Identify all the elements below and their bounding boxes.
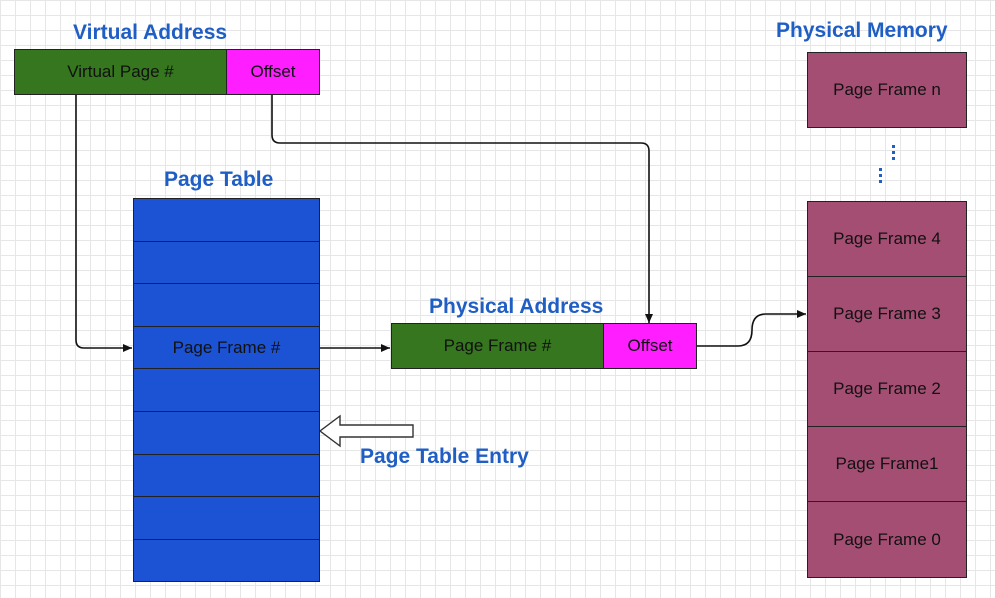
page-table-row: [134, 455, 319, 498]
virtual-page-number-field: Virtual Page #: [14, 49, 227, 95]
offset-to-physical-offset-arrow: [271, 95, 653, 323]
page-table-row-page-frame: Page Frame #: [134, 327, 319, 370]
physical-frame-number-field: Page Frame #: [391, 323, 604, 369]
page-table: Page Frame #: [133, 198, 320, 582]
virtual-offset-field: Offset: [226, 49, 320, 95]
page-table-row: [134, 540, 319, 583]
memory-ellipsis: [879, 145, 895, 183]
memory-frame: Page Frame 0: [833, 529, 941, 549]
memory-frame: Page Frame n: [833, 80, 941, 99]
page-table-row: [134, 284, 319, 327]
page-table-title: Page Table: [164, 168, 274, 191]
page-table-row: [134, 497, 319, 540]
memory-frame: Page Frame 2: [808, 352, 966, 427]
physical-offset-field: Offset: [603, 323, 697, 369]
memory-frame: Page Frame 3: [808, 277, 966, 352]
physical-memory-frames: Page Frame 4 Page Frame 3 Page Frame 2 P…: [807, 201, 967, 578]
physical-memory-title: Physical Memory: [776, 19, 948, 42]
page-table-entry-pointer-arrow: [318, 414, 414, 448]
memory-frame: Page Frame1: [808, 427, 966, 502]
page-table-row: [134, 412, 319, 455]
physical-memory-top-block: Page Frame n: [807, 52, 967, 128]
vpn-to-page-table-arrow: [75, 95, 132, 352]
virtual-address-title: Virtual Address: [73, 21, 228, 44]
memory-frame: Page Frame 4: [808, 202, 966, 277]
page-table-row: [134, 242, 319, 285]
page-table-entry-label: Page Table Entry: [360, 445, 529, 468]
page-table-row: [134, 199, 319, 242]
physical-address-title: Physical Address: [429, 295, 604, 318]
physical-address-to-frame-arrow: [696, 310, 806, 347]
page-table-row: [134, 369, 319, 412]
